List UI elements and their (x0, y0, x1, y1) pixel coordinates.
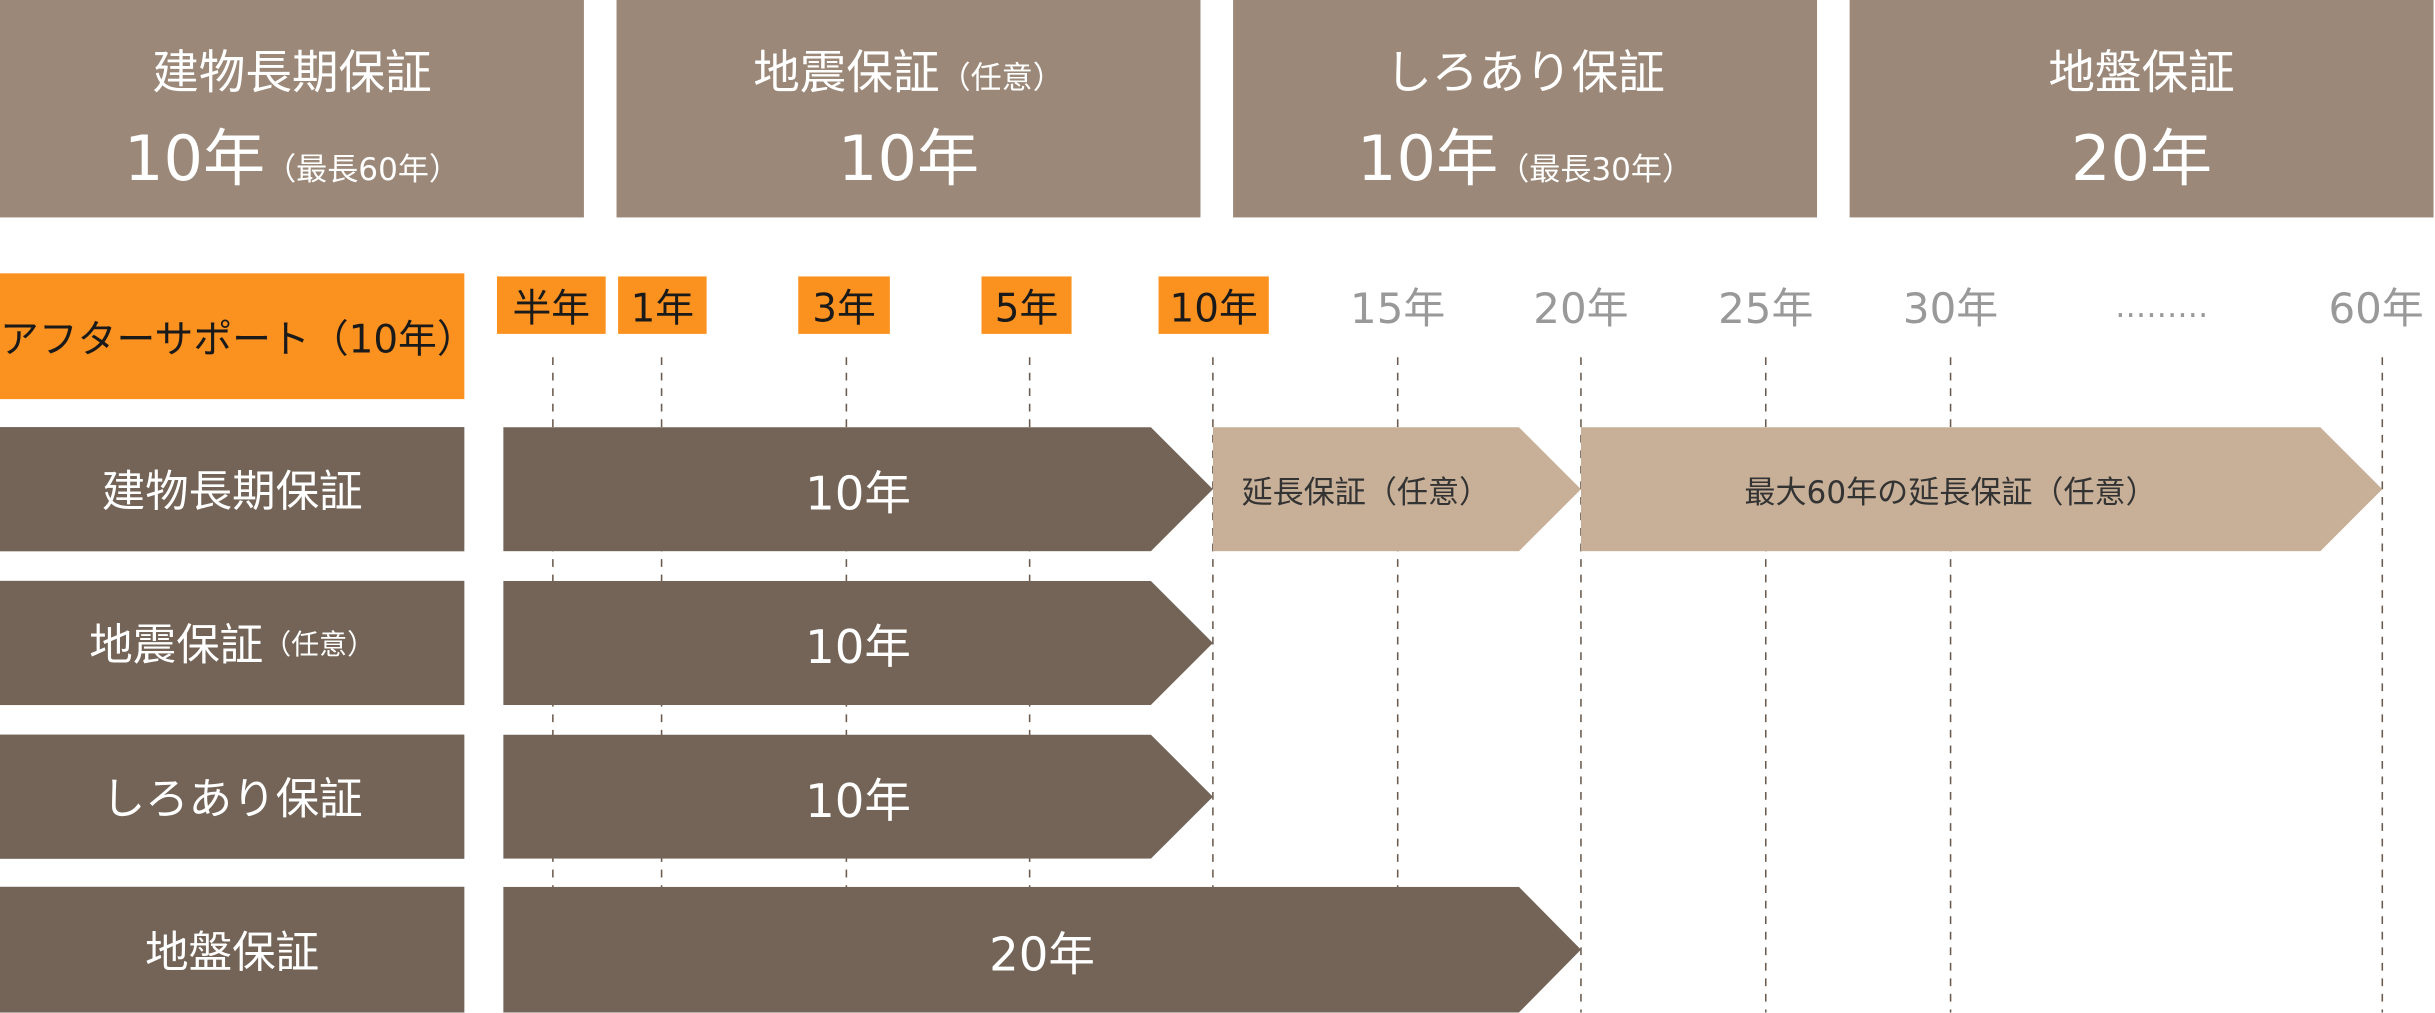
title: 地震保証 (753, 46, 940, 101)
summary-value: 10年（最長30年） (1233, 109, 1817, 199)
summary-building: 建物長期保証 10年（最長60年） (0, 0, 584, 218)
year-label: 20年 (1533, 285, 1629, 334)
bar-ground: 20年 (503, 886, 1581, 1013)
year-chip: 3年 (798, 276, 890, 334)
after-support-label: アフターサポート（10年） (0, 273, 476, 400)
summary-termite: しろあり保証 10年（最長30年） (1233, 0, 1818, 218)
bar-extension: 延長保証（任意） (1212, 427, 1581, 552)
year-label: 30年 (1902, 285, 1999, 334)
value: 10年 (123, 124, 266, 196)
summary-value: 20年 (2070, 124, 2213, 196)
value: 10年 (1357, 124, 1499, 196)
bar-earthquake: 10年 (503, 580, 1213, 706)
summary-title: 建物長期保証 (152, 46, 432, 101)
summary-title: 地震保証（任意） (617, 34, 1201, 102)
row-label-building: 建物長期保証 (0, 427, 465, 552)
bar-max-extension: 最大60年の延長保証（任意） (1580, 427, 2383, 552)
year-label: 15年 (1350, 285, 1446, 334)
row-label-termite: しろあり保証 (0, 734, 465, 859)
year-label: 60年 (2328, 285, 2424, 334)
year-chip: 半年 (496, 276, 606, 334)
bar-building: 10年 (503, 427, 1213, 552)
year-label: 25年 (1718, 285, 1814, 334)
year-chip: 1年 (618, 276, 707, 334)
summary-ground: 地盤保証 20年 (1849, 0, 2434, 218)
summary-earthquake: 地震保証（任意） 10年 (616, 0, 1201, 218)
year-chip: 10年 (1158, 276, 1269, 334)
label: 地震保証 (89, 619, 264, 671)
summary-value: 10年（最長60年） (0, 109, 584, 199)
bar-termite: 10年 (503, 734, 1213, 859)
ellipsis: ……… (2115, 286, 2209, 324)
summary-value: 10年 (837, 124, 980, 196)
summary-title: 地盤保証 (2048, 46, 2235, 101)
row-label-ground: 地盤保証 (0, 886, 465, 1013)
note: （最長60年） (265, 150, 460, 188)
year-chip: 5年 (981, 276, 1072, 334)
note: （最長30年） (1498, 150, 1694, 188)
row-label-earthquake: 地震保証（任意） (0, 580, 465, 706)
note: （任意） (263, 628, 376, 662)
note: （任意） (939, 59, 1064, 97)
summary-title: しろあり保証 (1385, 46, 1665, 101)
